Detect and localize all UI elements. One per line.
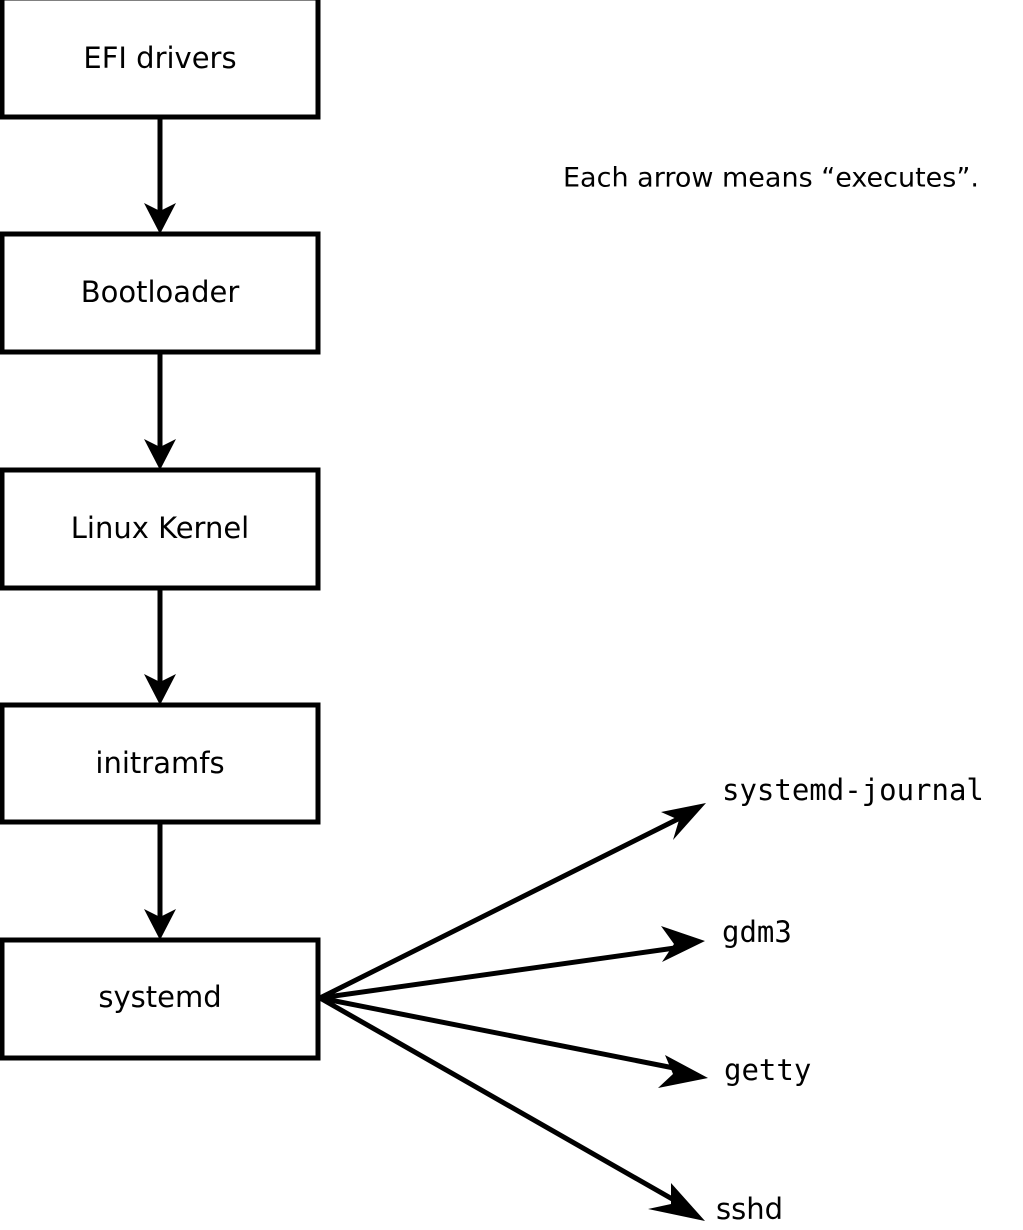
- arrow-head: [661, 803, 706, 840]
- arrow-initramfs-to-systemd: [144, 822, 176, 940]
- box-efi-drivers[interactable]: EFI drivers: [0, 0, 321, 120]
- arrow-bootloader-to-linux-kernel: [144, 352, 176, 470]
- arrow-systemd-to-sshd: [318, 995, 705, 1221]
- arrow-shaft: [319, 944, 683, 1001]
- box-rect-bootloader: [0, 231, 321, 355]
- box-rect-efi-drivers: [0, 0, 321, 120]
- box-label-bootloader: Bootloader: [81, 275, 240, 309]
- service-label-getty[interactable]: getty: [724, 1053, 811, 1087]
- box-label-initramfs: initramfs: [95, 746, 224, 780]
- box-label-efi-drivers: EFI drivers: [83, 41, 236, 75]
- service-label-gdm3[interactable]: gdm3: [722, 915, 792, 949]
- arrow-shaft: [318, 814, 684, 1001]
- arrow-shaft: [319, 995, 685, 1073]
- arrow-systemd-to-systemd-journal: [318, 803, 706, 1001]
- arrow-systemd-to-getty: [319, 995, 708, 1088]
- arrow-linux-kernel-to-initramfs: [144, 588, 176, 705]
- box-initramfs[interactable]: initramfs: [0, 702, 321, 825]
- arrow-head: [648, 1183, 705, 1221]
- arrow-head: [144, 439, 176, 470]
- box-linux-kernel[interactable]: Linux Kernel: [0, 467, 321, 591]
- arrow-systemd-to-gdm3: [319, 926, 705, 1001]
- box-rect-systemd: [0, 937, 321, 1061]
- arrow-head: [144, 674, 176, 705]
- arrow-head: [661, 926, 705, 962]
- box-label-linux-kernel: Linux Kernel: [71, 511, 249, 545]
- arrow-efi-drivers-to-bootloader: [144, 117, 176, 234]
- box-label-systemd: systemd: [98, 980, 221, 1014]
- box-bootloader[interactable]: Bootloader: [0, 231, 321, 355]
- service-label-sshd[interactable]: sshd: [716, 1192, 783, 1226]
- box-systemd[interactable]: systemd: [0, 937, 321, 1061]
- arrow-head: [144, 203, 176, 234]
- diagram-caption: Each arrow means “executes”.: [563, 163, 979, 194]
- arrow-head: [658, 1055, 708, 1088]
- service-label-systemd-journal[interactable]: systemd-journal: [722, 773, 984, 807]
- arrow-head: [144, 909, 176, 940]
- arrow-shaft: [318, 995, 683, 1207]
